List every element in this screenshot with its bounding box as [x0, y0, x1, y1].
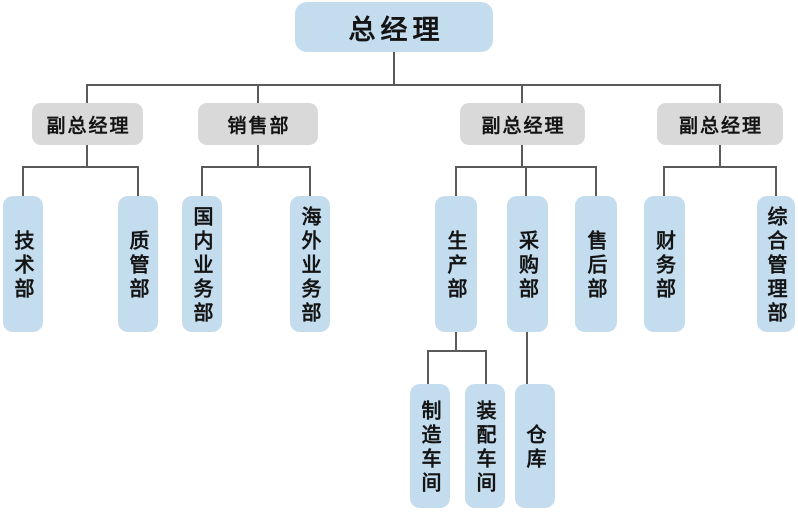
node-finance-dept: 财务部 [644, 196, 685, 332]
connector-line [595, 166, 597, 196]
connector-line [521, 84, 523, 103]
connector-line [257, 84, 259, 103]
node-deputy-general-manager-2: 副总经理 [460, 103, 585, 145]
connector-line [427, 350, 429, 384]
connector-line [526, 332, 528, 384]
node-manufacturing-workshop: 制造车间 [410, 384, 450, 508]
node-production-dept: 生产部 [435, 196, 477, 332]
connector-line [525, 166, 527, 196]
connector-line [87, 84, 721, 86]
connector-line [485, 350, 487, 384]
node-purchasing-dept: 采购部 [507, 196, 548, 332]
node-domestic-business-dept: 国内业务部 [182, 196, 222, 332]
node-assembly-workshop: 装配车间 [465, 384, 505, 508]
connector-line [22, 166, 139, 168]
node-overseas-business-dept: 海外业务部 [290, 196, 330, 332]
node-quality-dept: 质管部 [118, 196, 158, 332]
node-technology-dept: 技术部 [3, 196, 43, 332]
connector-line [257, 145, 259, 167]
node-after-sales-dept: 售后部 [575, 196, 617, 332]
connector-line [22, 166, 24, 196]
connector-line [775, 166, 777, 196]
node-sales-dept: 销售部 [198, 103, 318, 145]
connector-line [309, 166, 311, 196]
connector-line [521, 145, 523, 167]
connector-line [86, 145, 88, 167]
node-deputy-general-manager-1: 副总经理 [32, 103, 143, 145]
connector-line [86, 84, 88, 103]
connector-line [455, 332, 457, 351]
connector-line [455, 166, 457, 196]
node-general-manager: 总经理 [295, 2, 493, 52]
connector-line [663, 166, 777, 168]
connector-line [137, 166, 139, 196]
node-general-admin-dept: 综合管理部 [757, 196, 795, 332]
connector-line [201, 166, 311, 168]
connector-line [719, 145, 721, 167]
connector-line [427, 350, 487, 352]
connector-line [719, 84, 721, 103]
connector-line [201, 166, 203, 196]
connector-line [663, 166, 665, 196]
node-warehouse: 仓库 [515, 384, 555, 508]
node-deputy-general-manager-3: 副总经理 [657, 103, 783, 145]
connector-line [393, 52, 395, 84]
